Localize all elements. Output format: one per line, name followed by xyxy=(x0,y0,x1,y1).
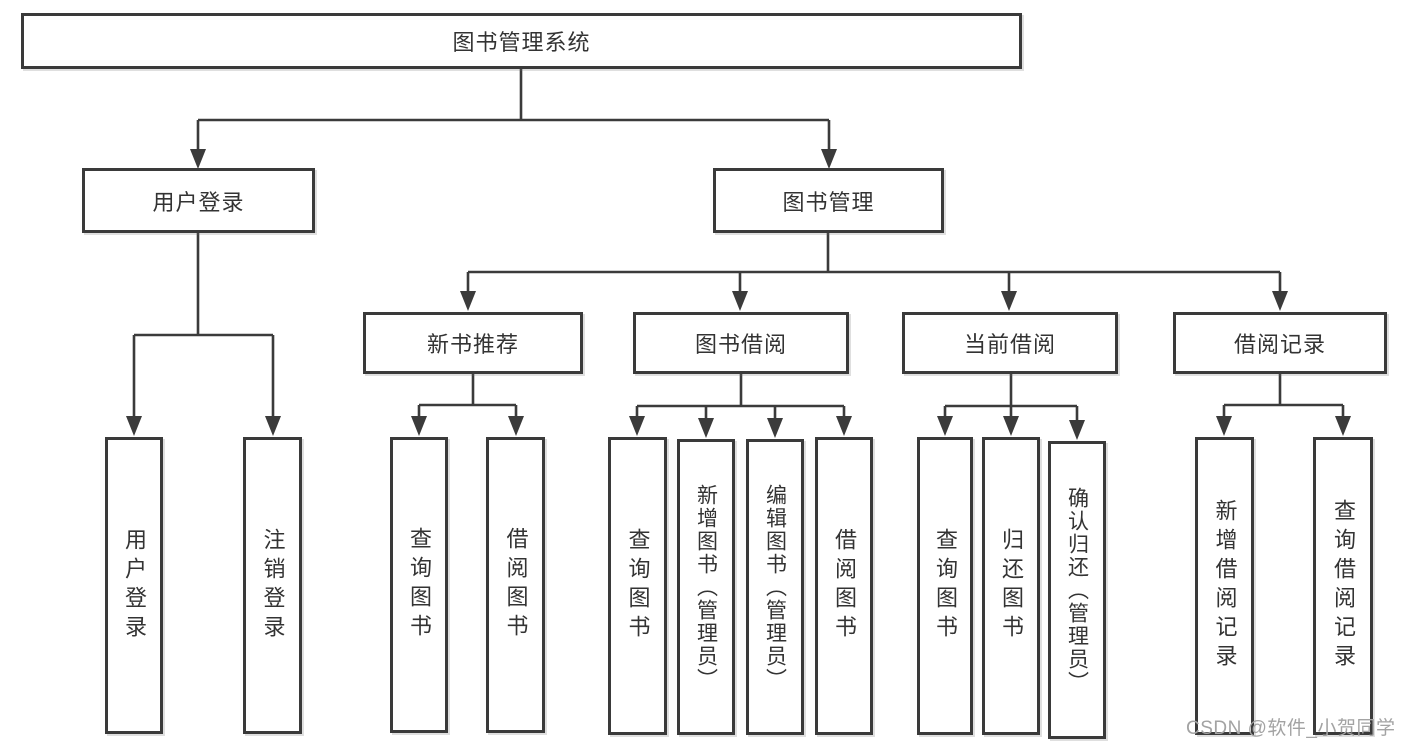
arrowheads xyxy=(126,149,1351,440)
leaf-logout: 注销登录 xyxy=(243,437,302,734)
node-borrowing-records: 借阅记录 xyxy=(1173,312,1387,374)
leaf-user-login: 用户登录 xyxy=(105,437,163,734)
leaf-br-add-record: 新增借阅记录 xyxy=(1195,437,1254,735)
node-root: 图书管理系统 xyxy=(21,13,1022,69)
leaf-cb-return-books: 归还图书 xyxy=(982,437,1040,735)
node-book-management: 图书管理 xyxy=(713,168,944,233)
csdn-watermark: CSDN @软件_小贺同学 xyxy=(1186,718,1396,739)
node-current-borrowing: 当前借阅 xyxy=(902,312,1118,374)
leaf-bb-query-books: 查询图书 xyxy=(608,437,667,735)
leaf-nbr-borrow-books: 借阅图书 xyxy=(486,437,545,733)
leaf-br-query-record: 查询借阅记录 xyxy=(1313,437,1373,735)
leaf-bb-edit-books-admin: 编辑图书（管理员） xyxy=(746,439,804,735)
leaf-cb-confirm-return-admin: 确认归还（管理员） xyxy=(1048,441,1106,739)
leaf-cb-query-books: 查询图书 xyxy=(917,437,973,735)
node-user-login: 用户登录 xyxy=(82,168,315,233)
node-book-borrowing: 图书借阅 xyxy=(633,312,849,374)
leaf-bb-add-books-admin: 新增图书（管理员） xyxy=(677,439,735,735)
node-new-book-recommend: 新书推荐 xyxy=(363,312,583,374)
leaf-bb-borrow-books: 借阅图书 xyxy=(815,437,873,735)
leaf-nbr-query-books: 查询图书 xyxy=(390,437,448,733)
